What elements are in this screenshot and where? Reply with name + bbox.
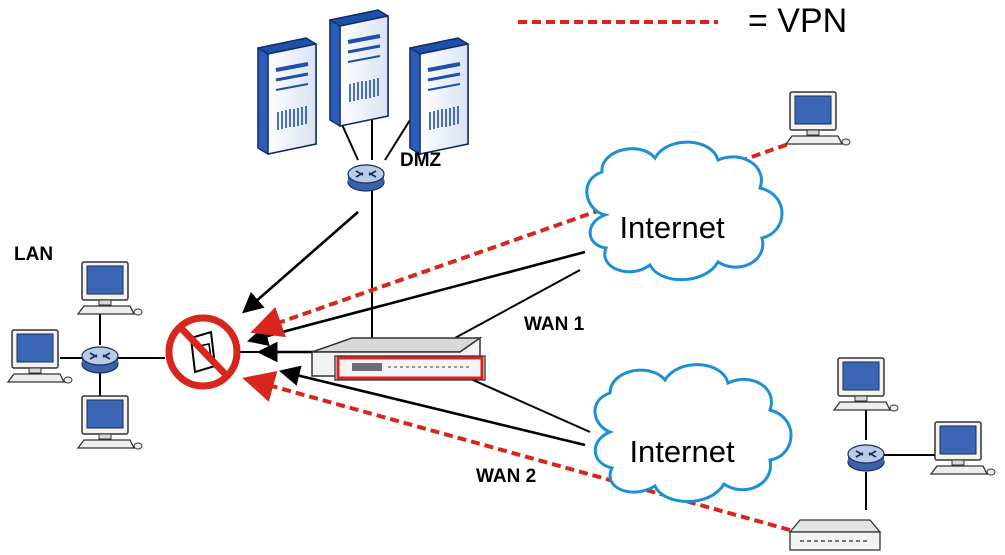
desktop-computer-icon: [77, 261, 143, 316]
server-tower-icon: [256, 36, 318, 156]
network-switch-icon: [847, 444, 885, 472]
connection-lines: [60, 106, 935, 510]
vpn-legend-label: = VPN: [748, 2, 848, 40]
desktop-computer-icon: [7, 329, 73, 384]
lan-switch: [81, 346, 119, 374]
dmz-servers: [256, 8, 470, 156]
blocked-icon: [165, 314, 241, 390]
zone-label-dmz: DMZ: [400, 150, 442, 171]
dmz-switch: [347, 164, 385, 192]
firewall-device: [311, 336, 486, 381]
server-tower-icon: [408, 36, 470, 156]
remote-router: [788, 519, 882, 551]
branch-switch: [847, 444, 885, 472]
desktop-computer-icon: [77, 395, 143, 450]
zone-label-lan: LAN: [14, 244, 54, 265]
zone-label-wan1: WAN 1: [524, 314, 585, 335]
cloud-label-lower: Internet: [629, 434, 735, 469]
zone-label-wan2: WAN 2: [476, 466, 537, 487]
traffic-arrows: [242, 211, 586, 447]
cloud-label-upper: Internet: [619, 210, 725, 245]
internet-cloud-lower: Internet: [593, 363, 793, 503]
desktop-computer-icon: [930, 421, 996, 476]
desktop-computer-icon: [833, 357, 899, 412]
desktop-computer-icon: [785, 91, 851, 146]
network-switch-icon: [81, 346, 119, 374]
internet-cloud-upper: Internet: [585, 140, 784, 282]
vpn-tunnels: [242, 138, 801, 532]
server-tower-icon: [328, 8, 390, 128]
network-switch-icon: [347, 164, 385, 192]
